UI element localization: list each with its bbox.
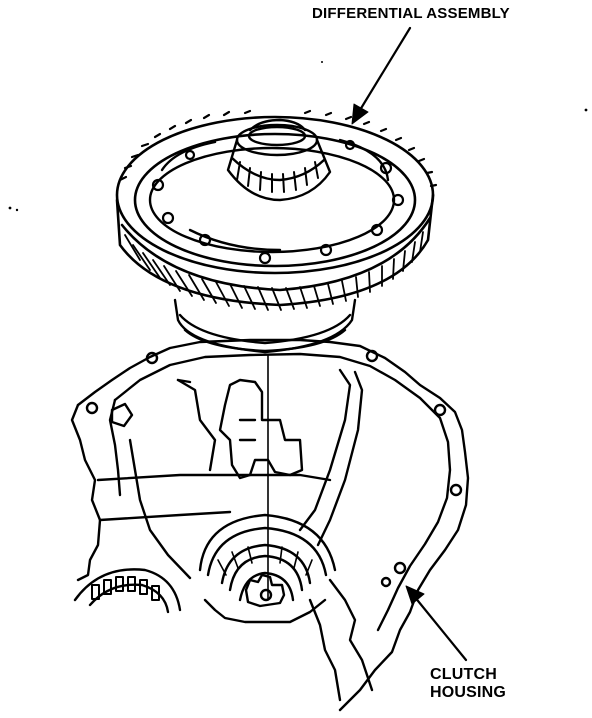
clutch-label-line2: HOUSING xyxy=(430,684,507,702)
clutch-housing-label: CLUTCH HOUSING xyxy=(430,666,506,703)
differential-arrowhead xyxy=(351,103,369,125)
clutch-leader-arrow xyxy=(412,594,468,662)
left-bottom-gear xyxy=(73,568,182,614)
clutch-label-line1: CLUTCH xyxy=(430,666,497,683)
clutch-housing xyxy=(70,338,470,712)
differential-assembly xyxy=(115,109,438,354)
differential-leader-arrow xyxy=(358,26,412,112)
scan-specks xyxy=(8,61,588,212)
clutch-arrowhead xyxy=(405,585,425,605)
differential-assembly-label: DIFFERENTIAL ASSEMBLY xyxy=(312,5,510,22)
bearing-race xyxy=(198,513,337,624)
